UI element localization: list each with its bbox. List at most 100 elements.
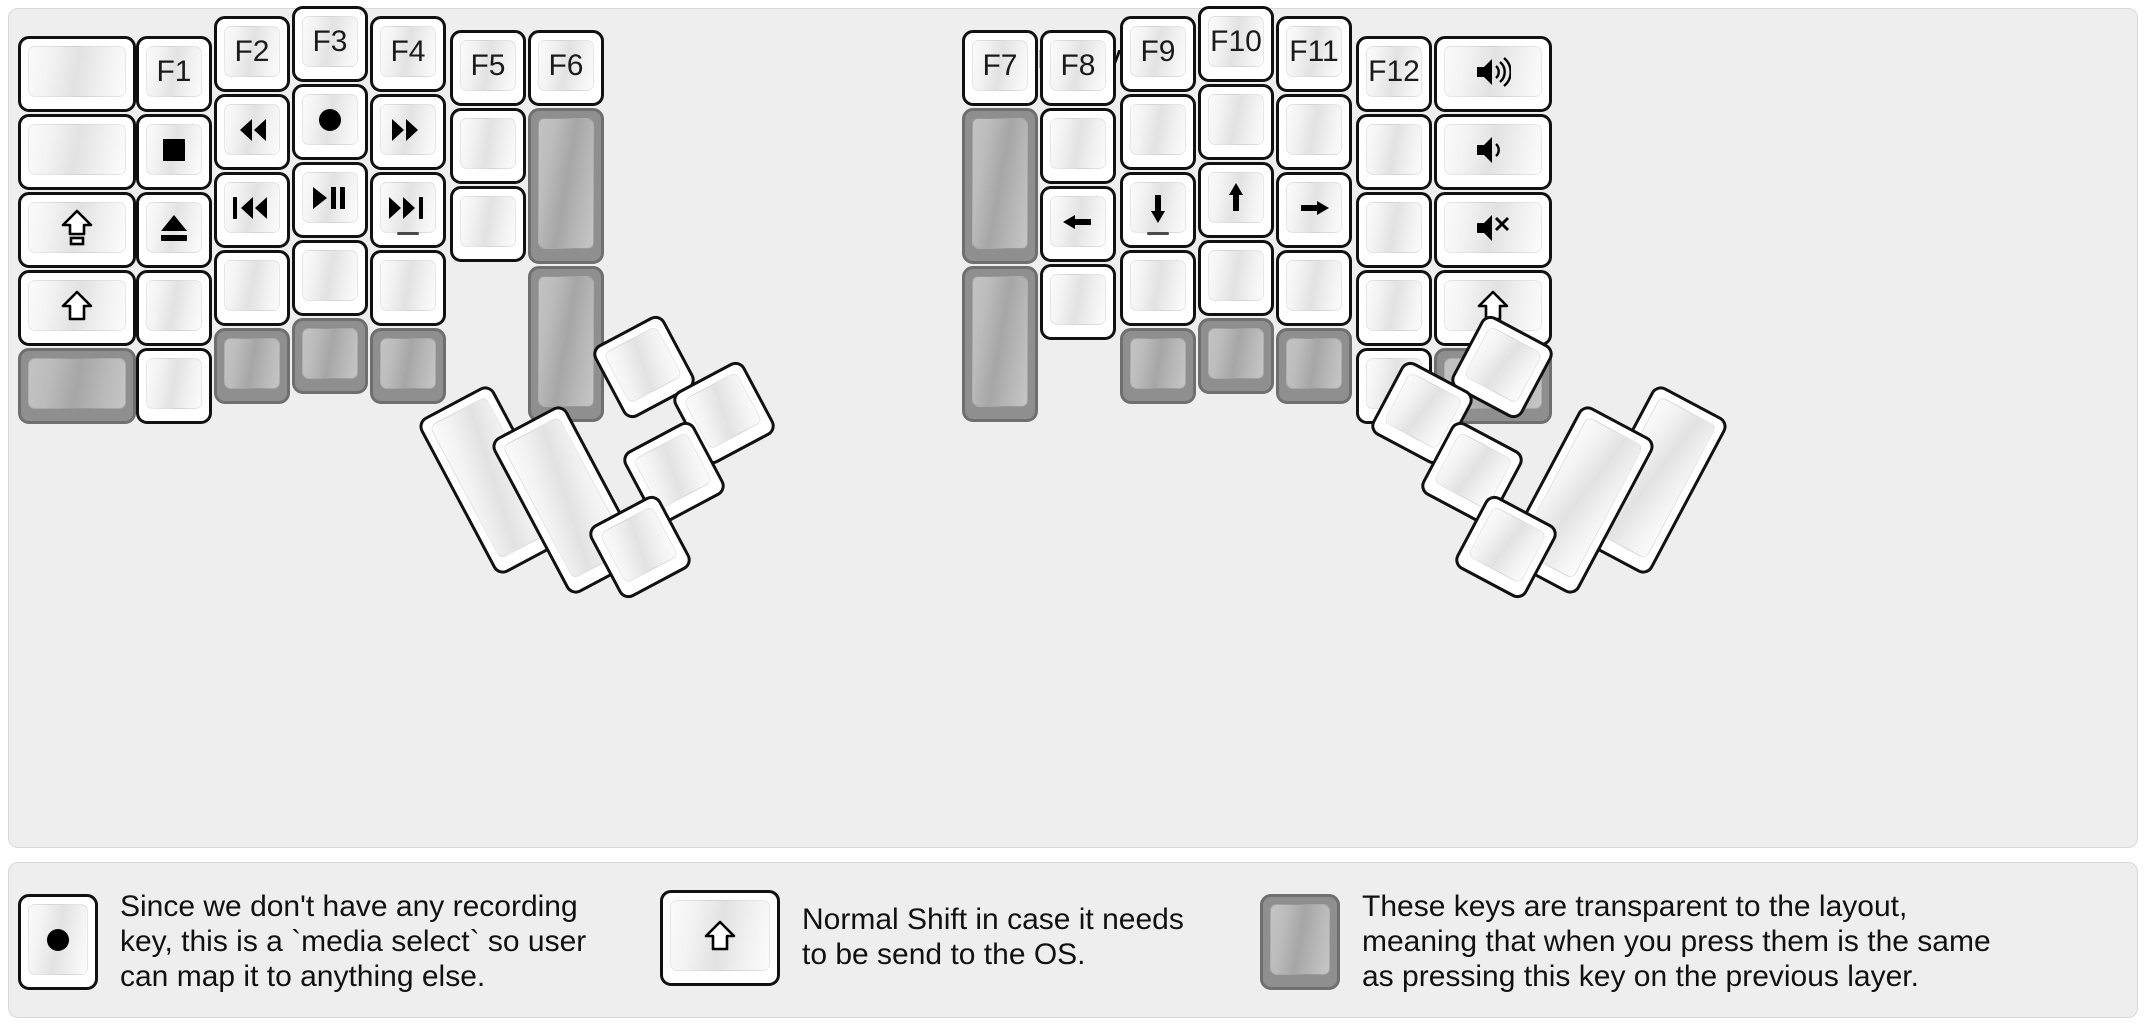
key-left-index-4[interactable] <box>370 250 446 326</box>
keycap-face <box>1366 202 1422 253</box>
key-right-inner-3[interactable] <box>962 266 1038 422</box>
key-right-index-inner-4[interactable] <box>1040 264 1116 340</box>
keycap-face <box>224 104 280 155</box>
legend-panel <box>8 862 2138 1018</box>
key-right-ring-2[interactable] <box>1276 94 1352 170</box>
key-label: F7 <box>982 48 1018 82</box>
key-label: F2 <box>234 34 270 68</box>
key-right-pinky-outer-4[interactable] <box>1434 270 1552 346</box>
key-left-ring-3[interactable] <box>214 172 290 248</box>
key-right-index-3[interactable] <box>1120 172 1196 248</box>
keycap-face <box>1366 280 1422 331</box>
key-left-pinky-outer-5[interactable] <box>18 348 136 424</box>
key-left-pinky-2[interactable] <box>136 114 212 190</box>
keycap-face <box>1130 260 1186 311</box>
key-right-ring-3[interactable] <box>1276 172 1352 248</box>
key-left-pinky-outer-4[interactable] <box>18 270 136 346</box>
key-left-pinky-3[interactable] <box>136 192 212 268</box>
media-prev-icon <box>231 195 273 221</box>
keycap-face <box>1286 104 1342 155</box>
keycap-face <box>538 276 594 407</box>
key-left-pinky-5[interactable] <box>136 348 212 424</box>
keycap-face: F6 <box>538 40 594 91</box>
key-label: F11 <box>1289 34 1339 68</box>
key-left-index-inner-3[interactable] <box>450 186 526 262</box>
key-right-ring-4[interactable] <box>1276 250 1352 326</box>
key-right-ring-1[interactable]: F11 <box>1276 16 1352 92</box>
key-right-inner-2[interactable] <box>962 108 1038 264</box>
arrow-right-icon <box>1297 195 1331 221</box>
key-right-inner-1[interactable]: F7 <box>962 30 1038 106</box>
keycap-face <box>146 280 202 331</box>
keycap-face <box>28 46 126 97</box>
legend-sample-key-3 <box>1260 894 1340 991</box>
key-left-pinky-outer-1[interactable] <box>18 36 136 112</box>
key-left-inner-1[interactable]: F6 <box>528 30 604 106</box>
media-stop-icon <box>158 134 190 166</box>
keycap-face <box>302 94 358 145</box>
key-right-middle-5[interactable] <box>1198 318 1274 394</box>
key-right-index-5[interactable] <box>1120 328 1196 404</box>
key-left-index-5[interactable] <box>370 328 446 404</box>
key-label: F9 <box>1140 34 1176 68</box>
key-label: F5 <box>470 48 506 82</box>
key-left-pinky-4[interactable] <box>136 270 212 346</box>
keycap-face <box>302 172 358 223</box>
key-right-index-inner-1[interactable]: F8 <box>1040 30 1116 106</box>
key-left-index-inner-2[interactable] <box>450 108 526 184</box>
keycap-face <box>28 202 126 253</box>
key-left-index-1[interactable]: F4 <box>370 16 446 92</box>
key-right-index-inner-2[interactable] <box>1040 108 1116 184</box>
keycap-face <box>380 182 436 233</box>
key-left-middle-4[interactable] <box>292 240 368 316</box>
key-left-inner-3[interactable] <box>528 266 604 422</box>
key-left-index-3[interactable] <box>370 172 446 248</box>
key-left-index-2[interactable] <box>370 94 446 170</box>
key-right-index-2[interactable] <box>1120 94 1196 170</box>
key-right-pinky-3[interactable] <box>1356 192 1432 268</box>
volume-up-icon <box>1475 56 1511 88</box>
key-left-ring-4[interactable] <box>214 250 290 326</box>
key-left-inner-2[interactable] <box>528 108 604 264</box>
key-right-pinky-2[interactable] <box>1356 114 1432 190</box>
key-label: F6 <box>548 48 584 82</box>
key-right-ring-5[interactable] <box>1276 328 1352 404</box>
keycap-face <box>972 118 1028 249</box>
key-right-index-1[interactable]: F9 <box>1120 16 1196 92</box>
key-left-middle-5[interactable] <box>292 318 368 394</box>
keycap-face <box>460 118 516 169</box>
key-left-index-inner-1[interactable]: F5 <box>450 30 526 106</box>
key-label: F3 <box>312 24 348 58</box>
key-right-middle-3[interactable] <box>1198 162 1274 238</box>
key-left-ring-2[interactable] <box>214 94 290 170</box>
key-left-pinky-outer-3[interactable] <box>18 192 136 268</box>
key-left-ring-5[interactable] <box>214 328 290 404</box>
key-right-pinky-outer-3[interactable] <box>1434 192 1552 268</box>
keycap-face <box>1467 505 1548 585</box>
key-right-middle-4[interactable] <box>1198 240 1274 316</box>
shift-icon <box>704 919 736 952</box>
key-label: F8 <box>1060 48 1096 82</box>
keycap-face <box>146 202 202 253</box>
key-right-index-inner-3[interactable] <box>1040 186 1116 262</box>
key-right-pinky-1[interactable]: F12 <box>1356 36 1432 112</box>
keycap-face <box>28 280 126 331</box>
key-right-pinky-4[interactable] <box>1356 270 1432 346</box>
key-label: F4 <box>390 34 426 68</box>
legend-item-2: Normal Shift in case it needs to be send… <box>660 890 1184 986</box>
key-right-pinky-outer-2[interactable] <box>1434 114 1552 190</box>
key-right-middle-2[interactable] <box>1198 84 1274 160</box>
media-play-pause-icon <box>311 185 349 211</box>
keycap-face <box>1130 338 1186 389</box>
key-right-index-4[interactable] <box>1120 250 1196 326</box>
key-right-middle-1[interactable]: F10 <box>1198 6 1274 82</box>
key-left-ring-1[interactable]: F2 <box>214 16 290 92</box>
key-left-middle-1[interactable]: F3 <box>292 6 368 82</box>
keycap-face <box>224 260 280 311</box>
key-right-pinky-outer-1[interactable] <box>1434 36 1552 112</box>
key-left-pinky-1[interactable]: F1 <box>136 36 212 112</box>
key-label: F1 <box>156 54 192 88</box>
key-left-pinky-outer-2[interactable] <box>18 114 136 190</box>
key-left-middle-3[interactable] <box>292 162 368 238</box>
key-left-middle-2[interactable] <box>292 84 368 160</box>
